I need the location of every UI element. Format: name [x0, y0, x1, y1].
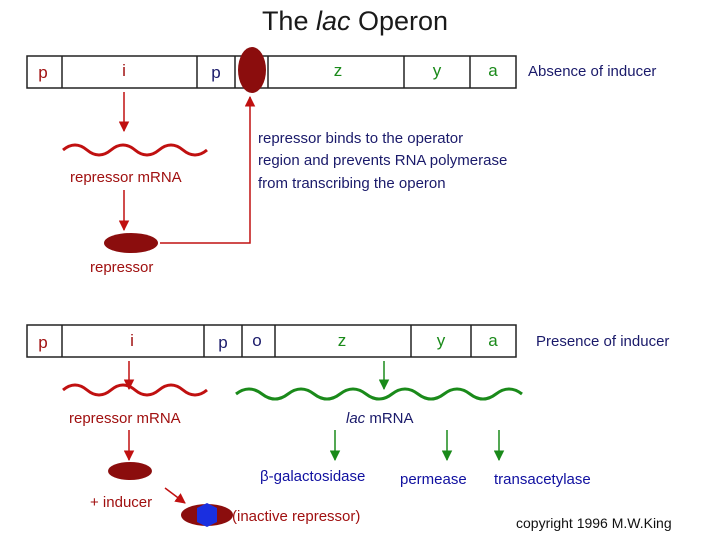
segment-a-label: a [488, 331, 498, 350]
repressor-mrna-wave-2 [62, 383, 208, 397]
repressor-mrna-label: repressor mRNA [70, 169, 182, 186]
gene-bar-absence: p i p z y a [26, 55, 517, 89]
segment-p2-label: p [218, 333, 227, 352]
repressor-protein [104, 233, 158, 253]
repressor-mrna-label-2: repressor mRNA [69, 410, 181, 427]
repressor-label: repressor [90, 259, 153, 276]
arrow-to-inactive [164, 487, 186, 504]
lac-mrna-wave [235, 387, 523, 401]
segment-a-label: a [488, 61, 498, 80]
segment-y-label: y [437, 331, 446, 350]
permease-label: permease [400, 471, 467, 488]
segment-p-label: p [38, 63, 47, 82]
explanation-line-3: from transcribing the operon [258, 175, 446, 192]
gene-bar-outline [26, 324, 517, 358]
condition-label-presence: Presence of inducer [536, 333, 669, 350]
segment-p-label: p [38, 333, 47, 352]
copyright-text: copyright 1996 M.W.King [516, 515, 672, 531]
lac-mrna-label: lac mRNA [346, 410, 414, 427]
inactive-repressor-label: (inactive repressor) [232, 508, 360, 525]
repressor-mrna-wave [62, 143, 208, 157]
condition-label-absence: Absence of inducer [528, 63, 656, 80]
segment-i-label: i [122, 61, 126, 80]
bound-repressor-on-operator [238, 47, 266, 93]
explanation-line-1: repressor binds to the operator [258, 130, 463, 147]
segment-z-label: z [338, 331, 347, 350]
segment-y-label: y [433, 61, 442, 80]
inducer-molecule-icon [197, 503, 217, 527]
beta-galactosidase-label: β-galactosidase [260, 468, 365, 485]
segment-o-label: o [252, 331, 261, 350]
repressor-binding-connector [160, 95, 256, 244]
segment-z-label: z [334, 61, 343, 80]
gene-bar-outline [26, 55, 517, 89]
repressor-protein-2 [108, 462, 152, 480]
inducer-label: + inducer [90, 494, 152, 511]
segment-i-label: i [130, 331, 134, 350]
segment-p2-label: p [211, 63, 220, 82]
explanation-line-2: region and prevents RNA polymerase [258, 152, 507, 169]
gene-bar-presence: p i p o z y a [26, 324, 517, 358]
page-title: The lac Operon [262, 6, 448, 36]
transacetylase-label: transacetylase [494, 471, 591, 488]
